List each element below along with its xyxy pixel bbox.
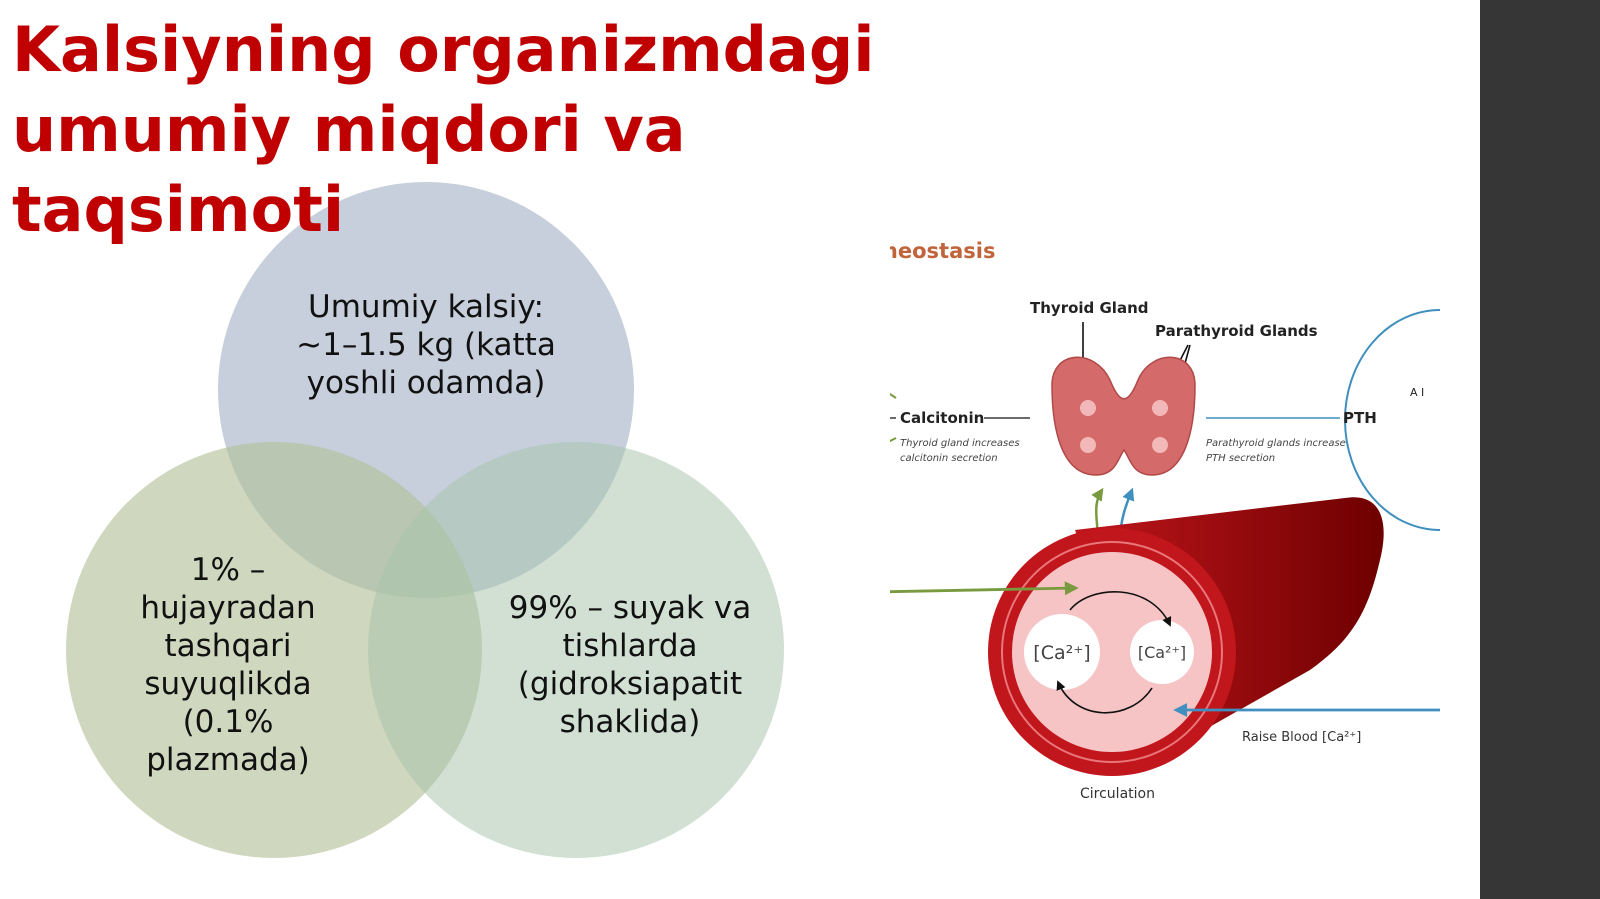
venn-text-bone: 99% – suyak va tishlarda (gidroksiapatit… (508, 590, 752, 740)
pth-label: PTH (1343, 409, 1377, 427)
pth-note-line2: PTH secretion (1206, 453, 1275, 464)
thyroid-gland-icon (1051, 356, 1196, 476)
calcitonin-tick-1 (890, 392, 897, 399)
thyroid-gland-label: Thyroid Gland (1030, 299, 1148, 317)
calcitonin-label: Calcitonin (900, 409, 984, 427)
ca-right-label: [Ca²⁺] (1138, 643, 1186, 662)
circulation-label: Circulation (1080, 786, 1155, 802)
pth-note-line1: Parathyroid glands increase (1206, 438, 1346, 449)
calcitonin-note-line2: calcitonin secretion (900, 453, 998, 464)
edge-fragment-label: A I (1410, 386, 1424, 399)
feedback-arc-shape (1344, 309, 1440, 531)
slide: Umumiy kalsiy: ~1–1.5 kg (katta yoshli o… (12, 13, 1440, 858)
raise-blood-label: Raise Blood [Ca²⁺] (1242, 730, 1361, 745)
calcium-homeostasis-diagram: meostasis A I Thyroid Gland Parathyroid … (890, 239, 1440, 802)
side-panel (1480, 0, 1600, 899)
venn-circle-bone (368, 442, 784, 858)
slide-title: Kalsiyning organizmdagi umumiy miqdori v… (12, 13, 875, 246)
calcitonin-tick-2 (890, 437, 897, 443)
ca-left-label: [Ca²⁺] (1033, 642, 1090, 664)
parathyroid-glands-label: Parathyroid Glands (1155, 322, 1318, 340)
calcitonin-note-line1: Thyroid gland increases (900, 438, 1020, 449)
venn-text-extracellular: 1% – hujayradan tashqari suyuqlikda (0.1… (140, 552, 316, 778)
green-input-arrow (890, 581, 1079, 596)
diagram-heading: meostasis (890, 239, 995, 263)
venn-diagram: Umumiy kalsiy: ~1–1.5 kg (katta yoshli o… (66, 182, 784, 858)
venn-text-total: Umumiy kalsiy: ~1–1.5 kg (katta yoshli o… (296, 289, 556, 401)
